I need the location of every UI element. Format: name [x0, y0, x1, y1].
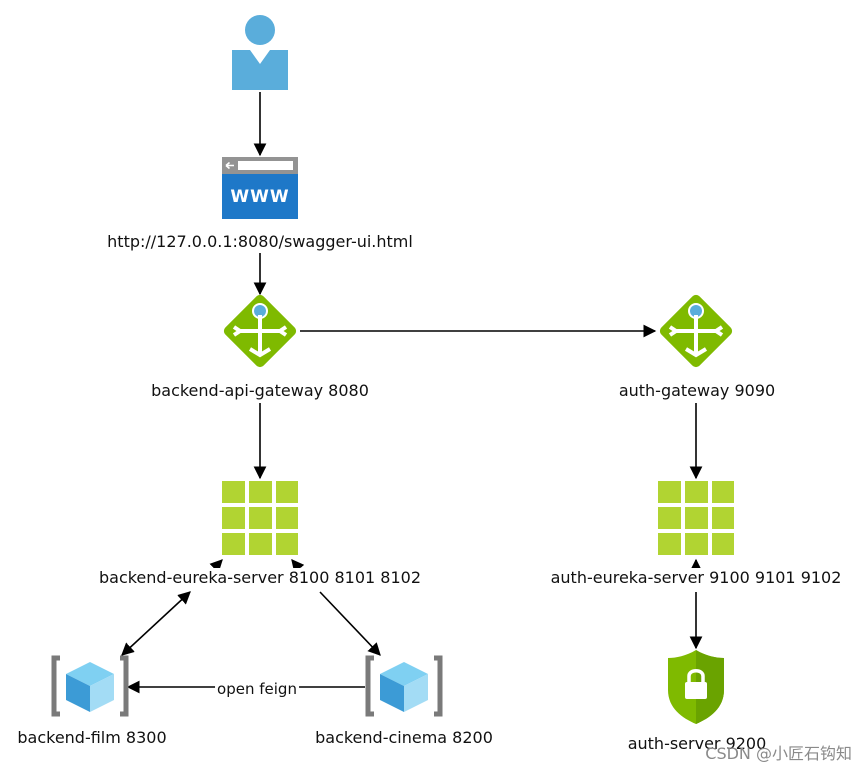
- browser-icon-text: WWW: [230, 187, 289, 207]
- service-cube-icon-cinema: [365, 655, 443, 717]
- grid-registry-icon-backend: [222, 481, 298, 555]
- edge-backend-film-to-backend-eureka: [121, 591, 191, 656]
- shield-lock-icon: [668, 650, 724, 724]
- backend-gateway-label: backend-api-gateway 8080: [151, 381, 369, 400]
- auth-server-label: auth-server 9200: [627, 734, 767, 753]
- edge-backend-cinema-to-backend-eureka: [319, 591, 381, 656]
- api-gateway-icon-auth: [659, 294, 733, 368]
- browser-url-label: http://127.0.0.1:8080/swagger-ui.html: [107, 232, 413, 251]
- backend-cinema-label: backend-cinema 8200: [315, 728, 493, 747]
- backend-film-label: backend-film 8300: [17, 728, 167, 747]
- auth-eureka-label: auth-eureka-server 9100 9101 9102: [550, 568, 842, 588]
- grid-registry-icon-auth: [658, 481, 734, 555]
- service-cube-icon-film: [51, 655, 129, 717]
- user-icon: [232, 15, 288, 90]
- auth-gateway-label: auth-gateway 9090: [618, 381, 776, 400]
- watermark: CSDN @小匠石钩知: [705, 744, 852, 763]
- api-gateway-icon-backend: [223, 294, 297, 368]
- backend-eureka-label: backend-eureka-server 8100 8101 8102: [98, 568, 422, 588]
- browser-www-icon: WWW: [222, 157, 298, 219]
- open-feign-edge-label: open feign: [215, 680, 299, 698]
